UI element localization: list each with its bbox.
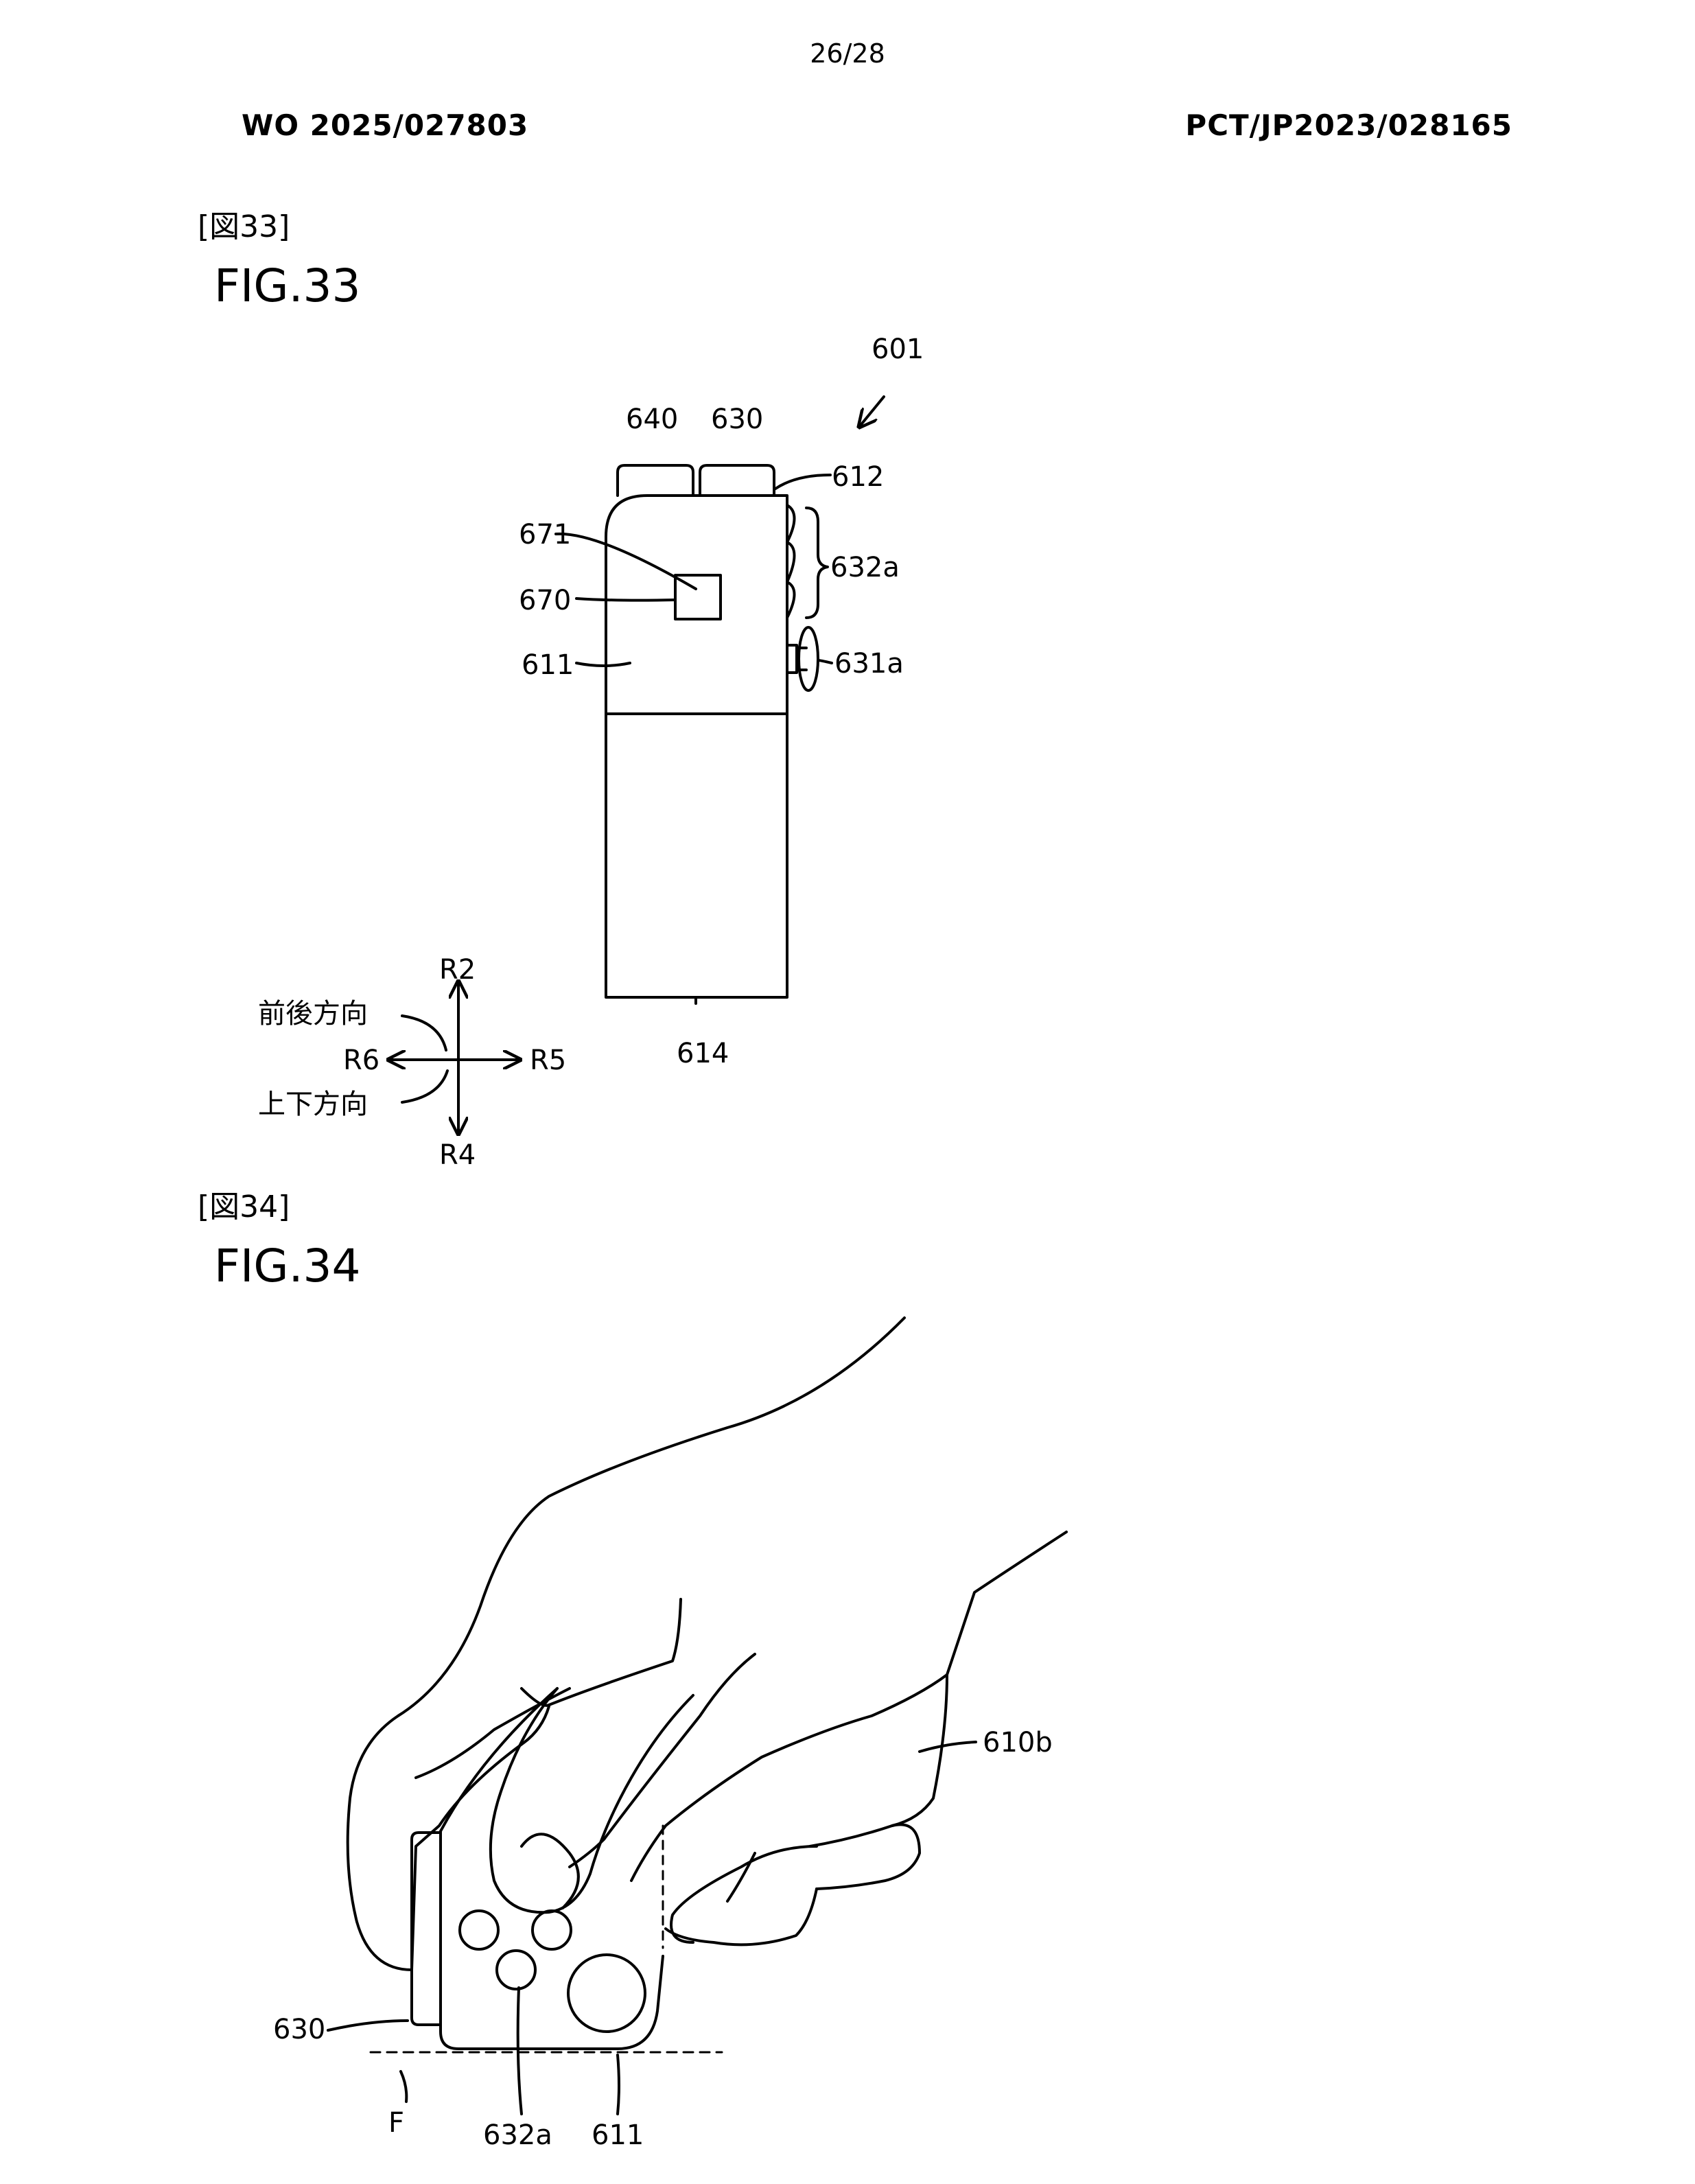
hand-fingers	[815, 1823, 921, 1890]
ref-612: 612	[832, 461, 884, 493]
fig33-bracket-label: [図33]	[198, 209, 290, 244]
dir-up-down: 上下方向	[258, 1089, 368, 1120]
ref-630: 630	[711, 404, 763, 435]
button-632a-bottom	[495, 1949, 537, 1990]
ref-630-fig34: 630	[273, 2014, 325, 2045]
ref-671: 671	[519, 519, 571, 550]
publication-number: WO 2025/027803	[242, 108, 529, 142]
body-upper-611	[605, 494, 788, 715]
top-button-630	[699, 464, 775, 497]
fig34-bracket-label: [図34]	[198, 1189, 290, 1224]
hand-outline	[346, 1316, 906, 1971]
fig34-title: FIG.34	[214, 1240, 361, 1292]
ref-631a: 631a	[834, 648, 904, 679]
ref-601: 601	[872, 334, 924, 365]
hand-thumb	[489, 1687, 694, 1914]
dir-r5: R5	[530, 1045, 566, 1076]
dir-front-back: 前後方向	[258, 998, 368, 1030]
ref-632a: 632a	[830, 552, 900, 583]
ref-611: 611	[522, 649, 574, 681]
ref-632a-fig34: 632a	[483, 2119, 552, 2151]
dir-r4: R4	[439, 1139, 476, 1171]
ref-640: 640	[626, 404, 678, 435]
side-buttons-632a	[786, 504, 796, 619]
stick-base-631a	[786, 644, 798, 674]
ref-611-fig34: 611	[592, 2119, 644, 2151]
ref-614: 614	[677, 1038, 729, 1069]
fig33-title: FIG.33	[214, 259, 361, 312]
stick-611	[567, 1953, 646, 2033]
ref-floor-F: F	[388, 2107, 404, 2139]
hand-palm-610b	[630, 1531, 1068, 1882]
ref-610b: 610b	[983, 1727, 1053, 1758]
ref-670: 670	[519, 585, 571, 616]
button-632a-left	[458, 1909, 500, 1951]
top-button-640	[616, 464, 694, 497]
sensor-670	[674, 574, 722, 620]
device-body-611	[439, 1830, 664, 2050]
application-number: PCT/JP2023/028165	[1185, 108, 1512, 142]
dir-r6: R6	[343, 1045, 379, 1076]
page-number: 26/28	[810, 38, 885, 69]
fig33-drawing: 601 640 630 612 671 632a 670 631a 611 61…	[258, 334, 924, 1171]
button-632a-right	[531, 1909, 572, 1951]
dir-r2: R2	[439, 954, 476, 986]
